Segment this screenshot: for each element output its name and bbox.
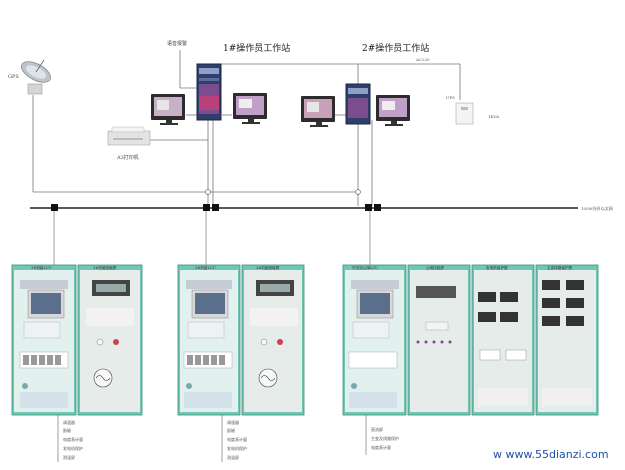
io-label: 直流屏 xyxy=(371,426,383,432)
io-label: 励磁 xyxy=(63,427,71,433)
cabinet-title: 主变线路保护屏 xyxy=(547,265,573,270)
ac220-label: AC220 xyxy=(415,57,430,62)
cabinet-title: 1#机组励磁屏 xyxy=(93,265,117,270)
fiber-ethernet-bus xyxy=(30,204,578,211)
cabinet-title: 开关站公用LCU xyxy=(352,265,378,270)
io-label: 测温屏 xyxy=(63,454,75,460)
io-label: 主变及线路保护 xyxy=(371,435,399,441)
io-label: 电度表计量 xyxy=(63,436,83,442)
network-label: 100M光纤以太网 xyxy=(581,205,613,211)
io-label: 电度表计量 xyxy=(227,436,247,442)
bus-drops xyxy=(53,211,371,265)
ups-label: UPS xyxy=(446,95,455,100)
printer-icon xyxy=(107,126,151,146)
cabinet-group-3: 开关站公用LCU 公用控制屏 发电机保护屏 主变线路保护屏 xyxy=(342,264,599,416)
watermark-text: w www.55dianzi.com xyxy=(493,448,609,461)
monitor-icon xyxy=(376,95,410,126)
ws1-title: 1#操作员工作站 xyxy=(223,42,290,54)
io-label: 励磁 xyxy=(227,427,235,433)
cabinet-title: 发电机保护屏 xyxy=(486,265,508,270)
printer-label: A3打印机 xyxy=(116,154,139,161)
cabinet-title: 2#机组励磁屏 xyxy=(256,265,280,270)
ups-kva-label: 1KVA xyxy=(488,114,499,119)
alarm-label: 语音报警 xyxy=(167,40,187,47)
junction-nodes xyxy=(205,189,361,195)
io-label: 测温屏 xyxy=(227,454,239,460)
upper-wiring xyxy=(32,50,461,206)
io-label: 发电机保护 xyxy=(227,445,247,451)
io-label: 调速器 xyxy=(227,419,239,425)
cabinet-title: 1#机组LCU xyxy=(31,265,52,270)
monitor-icon xyxy=(233,93,267,124)
io-labels-group-1: 调速器 励磁 电度表计量 发电机保护 测温屏 xyxy=(63,419,83,460)
cabinet-title: 公用控制屏 xyxy=(426,265,444,270)
gps-antenna-icon xyxy=(21,59,51,95)
monitor-icon xyxy=(151,94,185,125)
server-tower-1-icon xyxy=(196,63,222,121)
io-label: 发电机保护 xyxy=(63,445,83,451)
io-labels-group-3: 直流屏 主变及线路保护 电度表计量 xyxy=(371,426,399,450)
gps-label: GPS xyxy=(8,74,19,80)
cabinet-group-1: 1#机组LCU 1#机组励磁屏 xyxy=(11,264,143,416)
ups-box-icon xyxy=(455,102,474,125)
io-labels-group-2: 调速器 励磁 电度表计量 发电机保护 测温屏 xyxy=(227,419,247,460)
cabinet-title: 2#机组LCU xyxy=(195,265,216,270)
ws2-title: 2#操作员工作站 xyxy=(362,42,429,54)
cabinet-group-2: 2#机组LCU 2#机组励磁屏 xyxy=(177,264,305,416)
server-tower-2-icon xyxy=(345,83,371,125)
io-label: 调速器 xyxy=(63,419,75,425)
monitor-icon xyxy=(301,96,335,127)
io-leads xyxy=(57,415,367,462)
io-label: 电度表计量 xyxy=(371,444,391,450)
